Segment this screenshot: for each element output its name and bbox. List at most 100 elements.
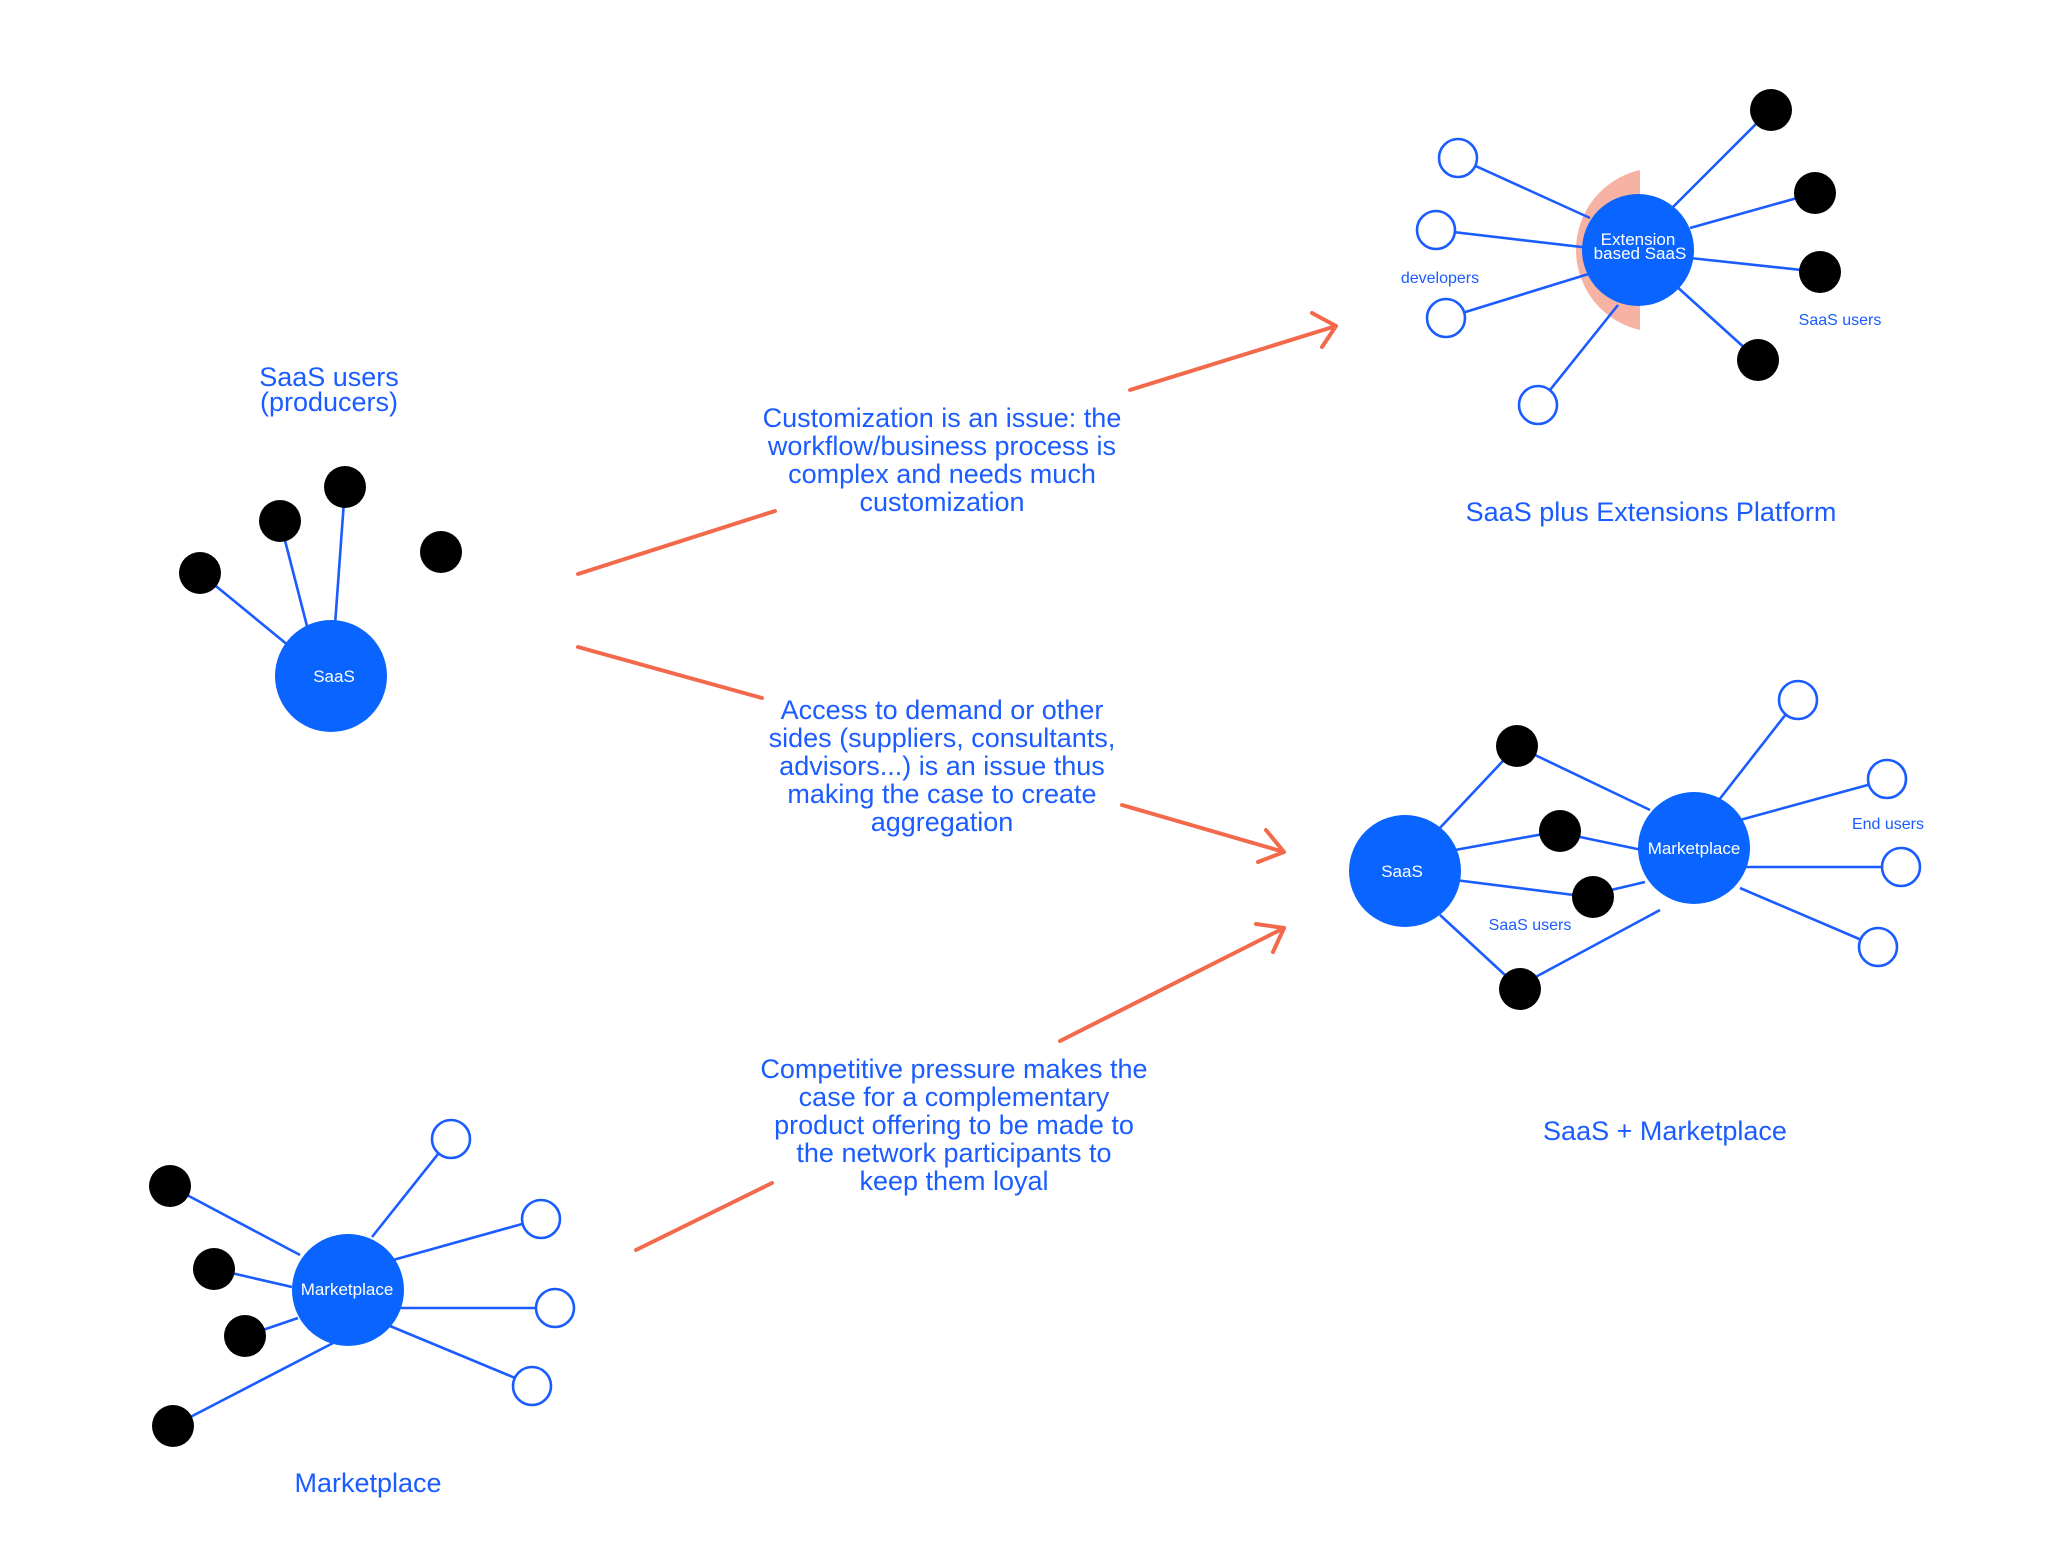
end-user-node [1880,846,1922,888]
note-line: product offering to be made to [774,1110,1134,1140]
combined-edge [1739,886,1879,949]
marketplace-supplier-node [149,1165,191,1207]
saas-diagram: SaaS SaaS users (producers) [179,362,462,732]
extension-hub-line2: based SaaS [1594,244,1687,263]
marketplace-supplier-node [193,1248,235,1290]
note-access: Access to demand or other sides (supplie… [769,695,1116,837]
note-line: sides (suppliers, consultants, [769,723,1116,753]
marketplace-caption: Marketplace [294,1468,441,1498]
end-user-node [1866,758,1908,800]
saas-hub [275,620,387,732]
transition-arrows [576,311,1338,1252]
marketplace-supplier-node [152,1405,194,1447]
marketplace-edge [169,1184,301,1257]
marketplace-buyer-node [430,1118,472,1160]
combined-saas-user-node [1539,810,1581,852]
combined-saas-user-node [1496,725,1538,767]
extensions-edge [1536,304,1620,406]
combined-edge [1739,778,1887,822]
note-line: customization [859,487,1024,517]
marketplace-edge [392,1217,541,1262]
extensions-edge [1457,156,1591,220]
note-line: aggregation [871,807,1014,837]
note-line: advisors...) is an issue thus [779,751,1105,781]
arrow-segment [1120,803,1286,854]
combined-edge [1579,835,1643,852]
combined-caption: SaaS + Marketplace [1543,1116,1787,1146]
note-line: Customization is an issue: the [763,403,1122,433]
note-line: making the case to create [787,779,1096,809]
saas-hub-label: SaaS [313,667,355,686]
developer-node [1437,137,1479,179]
note-line: workflow/business process is [767,431,1116,461]
marketplace-diagram: Marketplace Marketplace [149,1118,576,1498]
saas-caption-line2: (producers) [260,387,398,417]
combined-edge [1713,699,1799,806]
arrow-segment [576,509,777,576]
combined-marketplace-hub [1638,792,1750,904]
extension-hub-line1: Extension [1601,230,1676,249]
extension-hub [1582,194,1694,306]
combined-saas-label: SaaS [1381,862,1423,881]
developer-node [1415,209,1457,251]
note-line: case for a complementary [799,1082,1110,1112]
note-competitive: Competitive pressure makes the case for … [760,1054,1147,1196]
marketplace-buyer-node [511,1365,553,1407]
note-line: the network participants to [796,1138,1111,1168]
marketplace-supplier-node [224,1315,266,1357]
arrow-segment [1128,324,1338,392]
marketplace-buyer-node [520,1198,562,1240]
extensions-edge [1445,270,1596,320]
combined-users-label: SaaS users [1489,917,1572,934]
marketplace-buyer-node [534,1287,576,1329]
saas-edge [199,571,301,657]
end-user-node [1777,679,1819,721]
extensions-caption: SaaS plus Extensions Platform [1466,497,1837,527]
combined-edge [1439,914,1506,976]
note-customization: Customization is an issue: the workflow/… [763,403,1122,517]
saas-user-node [179,552,221,594]
note-line: Competitive pressure makes the [760,1054,1147,1084]
developer-node [1425,297,1467,339]
saas-user-node [1750,89,1792,131]
marketplace-edge [172,1340,336,1428]
note-line: Access to demand or other [781,695,1104,725]
extensions-edge [1669,109,1771,211]
note-line: keep them loyal [859,1166,1048,1196]
saas-user-node [1737,339,1779,381]
arrow-segment [1058,926,1286,1043]
end-user-node [1857,926,1899,968]
note-line: complex and needs much [788,459,1096,489]
saas-user-node [1794,172,1836,214]
developers-label: developers [1401,270,1479,287]
saas-edge [333,486,347,626]
marketplace-edge [389,1324,533,1387]
combined-edge [1454,878,1575,897]
saas-user-node [420,531,462,573]
combined-saas-user-node [1572,876,1614,918]
saas-caption-line1: SaaS users [259,362,399,392]
combined-saas-user-node [1499,968,1541,1010]
extensions-edge [1689,191,1816,230]
marketplace-edge [370,1138,452,1238]
developer-node [1517,384,1559,426]
combined-edge [1534,753,1651,812]
arrow-head [1254,922,1286,954]
extensions-edge [1435,228,1591,250]
saas-user-node [1799,251,1841,293]
extensions-users-label: SaaS users [1799,312,1882,329]
marketplace-hub [292,1234,404,1346]
extensions-edge [1689,256,1821,274]
combined-saas-hub [1349,815,1461,927]
arrow-segment [576,645,764,700]
arrow-head [1310,311,1338,349]
combined-edge [1529,908,1661,982]
combined-diagram: SaaS Marketplace SaaS users End users Sa… [1349,679,1924,1146]
combined-marketplace-label: Marketplace [1648,839,1741,858]
saas-user-node [259,500,301,542]
end-users-label: End users [1852,816,1924,833]
marketplace-hub-label: Marketplace [301,1280,394,1299]
arrow-segment [634,1181,774,1252]
extensions-diagram: Extension based SaaS developers SaaS use… [1401,89,1882,527]
